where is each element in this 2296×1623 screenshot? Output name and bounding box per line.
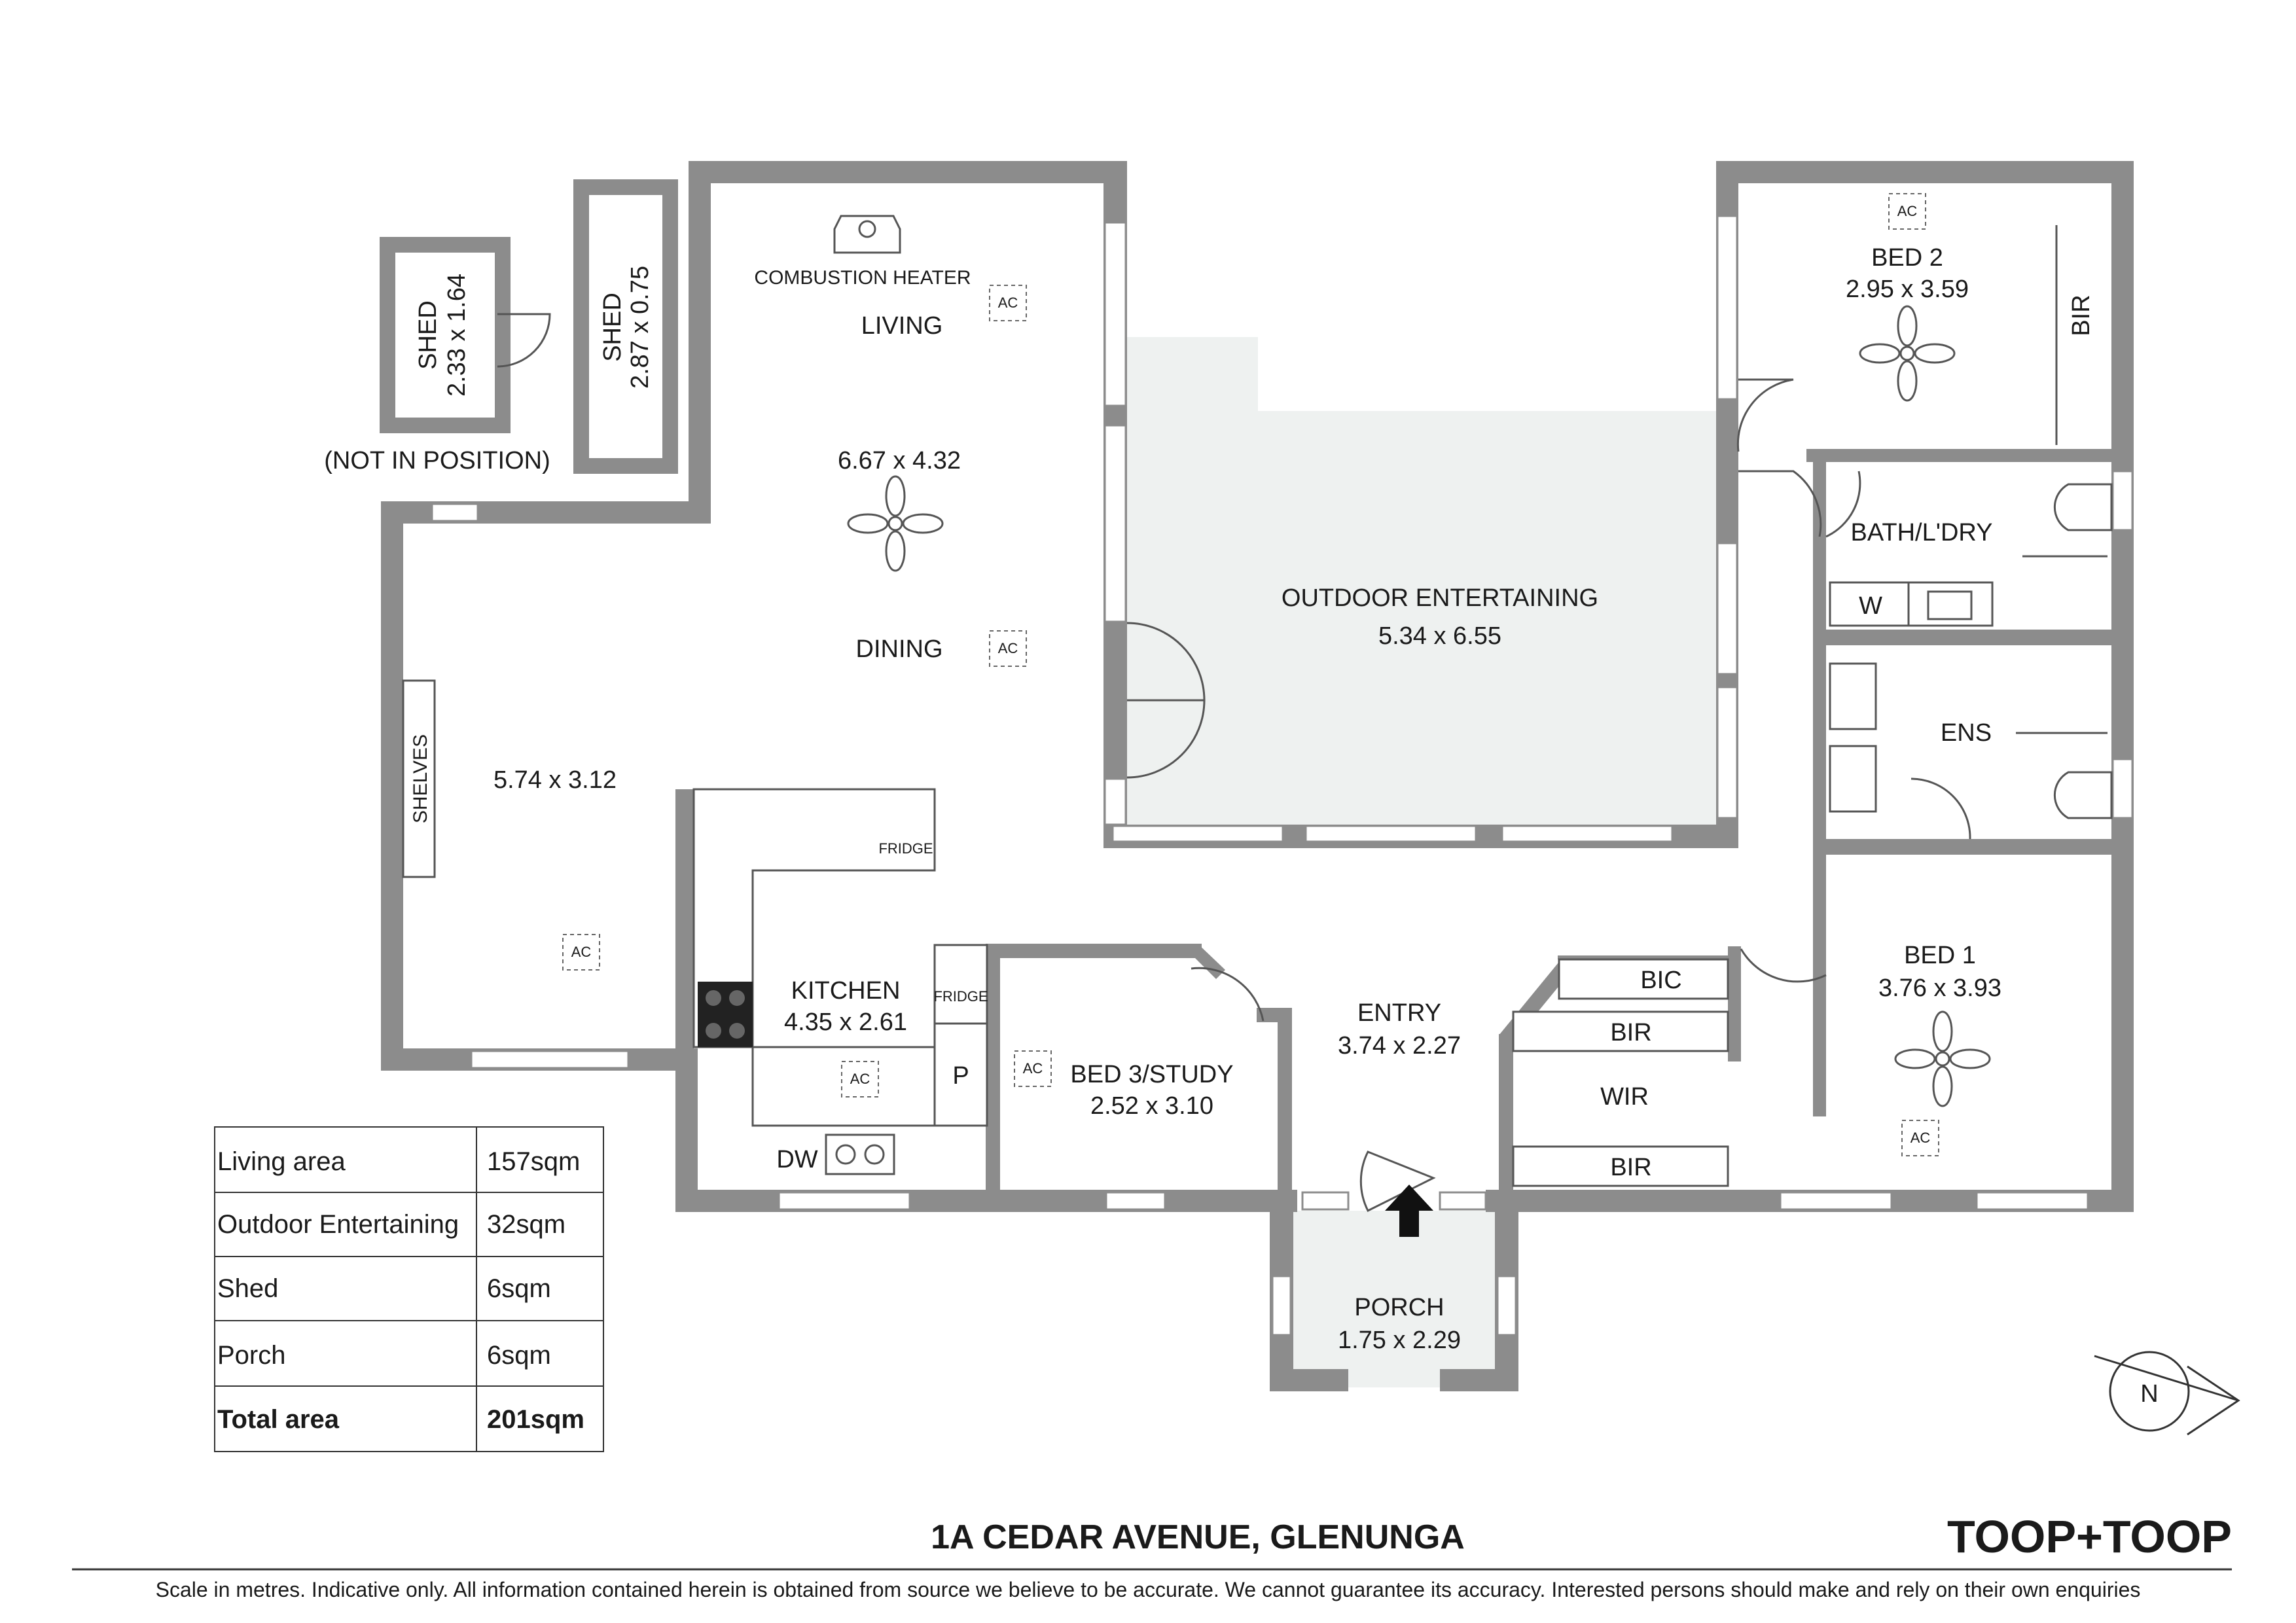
wardrobe-shelves: [1512, 225, 2058, 1187]
entry-arrow-icon: [1385, 1185, 1433, 1237]
shed1-dims: 2.33 x 1.64: [443, 274, 471, 397]
wir-label: WIR: [1600, 1083, 1649, 1111]
combustion-heater-label: COMBUSTION HEATER: [754, 267, 971, 289]
porch-dims: 1.75 x 2.29: [1338, 1327, 1461, 1354]
bed3-dims: 2.52 x 3.10: [1090, 1092, 1213, 1120]
bed2-bir-label: BIR: [2068, 294, 2095, 336]
family-dims: 5.74 x 3.12: [493, 766, 617, 794]
bed3-label: BED 3/STUDY: [1070, 1061, 1233, 1088]
combustion-heater-fixture: [833, 215, 901, 254]
bed2-label: BED 2: [1871, 244, 1943, 272]
porch-slab: [1293, 1211, 1496, 1387]
windows: [431, 215, 2134, 1336]
area-total-value: 201sqm: [487, 1405, 584, 1434]
living-label: LIVING: [861, 312, 943, 340]
shed2-dims: 2.87 x 0.75: [626, 266, 654, 389]
address-title: 1A CEDAR AVENUE, GLENUNGA: [931, 1518, 1465, 1556]
area-row-label: Outdoor Entertaining: [217, 1210, 459, 1239]
ac-label: AC: [998, 640, 1018, 656]
compass-n-label: N: [2140, 1380, 2158, 1408]
washer-label: W: [1859, 592, 1882, 620]
ac-label: AC: [850, 1071, 870, 1087]
pantry-label: P: [952, 1062, 969, 1090]
sheds: [380, 179, 678, 474]
dishwasher-label: DW: [776, 1146, 817, 1173]
ac-label: AC: [1910, 1130, 1931, 1146]
bed1-label: BED 1: [1904, 942, 1976, 969]
living-dims: 6.67 x 4.32: [838, 447, 961, 474]
ens-label: ENS: [1941, 719, 1992, 747]
entry-dims: 3.74 x 2.27: [1338, 1032, 1461, 1060]
ac-label: AC: [998, 294, 1018, 311]
ac-label: AC: [1023, 1060, 1043, 1077]
kitchen-label: KITCHEN: [791, 977, 901, 1005]
bir-label-2: BIR: [1610, 1154, 1651, 1181]
area-total-label: Total area: [217, 1405, 340, 1434]
disclaimer-text: Scale in metres. Indicative only. All in…: [156, 1578, 2141, 1601]
ac-label: AC: [1897, 203, 1918, 219]
fridge-label: FRIDGE: [878, 840, 933, 857]
brand-logo: TOOP+TOOP: [1947, 1511, 2232, 1562]
room-labels: COMBUSTION HEATER AC LIVING 6.67 x 4.32 …: [324, 203, 2095, 1354]
area-row-value: 6sqm: [487, 1341, 551, 1370]
bir-label-1: BIR: [1610, 1019, 1651, 1046]
not-in-position-label: (NOT IN POSITION): [324, 447, 550, 474]
bed1-dims: 3.76 x 3.93: [1878, 974, 2001, 1002]
entry-label: ENTRY: [1357, 999, 1441, 1027]
bathroom-fixtures: [1829, 483, 2113, 819]
area-row-value: 157sqm: [487, 1147, 580, 1176]
shelves-label: SHELVES: [410, 734, 431, 823]
ceiling-fans: [847, 305, 1991, 1107]
shelves-unit: [402, 679, 436, 878]
dining-label: DINING: [856, 635, 943, 663]
area-row-value: 6sqm: [487, 1274, 551, 1303]
bath-label: BATH/L'DRY: [1850, 519, 1992, 546]
north-compass: N: [2094, 1351, 2240, 1436]
ac-units: [562, 193, 1939, 1156]
area-table: Living area 157sqm Outdoor Entertaining …: [214, 1126, 604, 1452]
fridge-label-2: FRIDGE: [933, 988, 988, 1005]
area-row-label: Shed: [217, 1274, 278, 1303]
outdoor-label: OUTDOOR ENTERTAINING: [1282, 584, 1598, 612]
area-row-value: 32sqm: [487, 1210, 565, 1239]
kitchen-dims: 4.35 x 2.61: [784, 1008, 907, 1036]
outdoor-entertaining-slab: [1121, 337, 1716, 825]
bic-label: BIC: [1640, 967, 1681, 994]
shed1-label: SHED: [414, 300, 442, 370]
doors: [1126, 378, 1971, 1213]
kitchen-benches: [692, 788, 988, 1175]
outdoor-dims: 5.34 x 6.55: [1378, 622, 1501, 650]
area-row-label: Living area: [217, 1147, 346, 1176]
ac-label: AC: [571, 944, 592, 960]
shed2-label: SHED: [599, 293, 626, 362]
bed2-dims: 2.95 x 3.59: [1846, 276, 1969, 303]
area-row-label: Porch: [217, 1341, 286, 1370]
porch-label: PORCH: [1354, 1294, 1444, 1321]
